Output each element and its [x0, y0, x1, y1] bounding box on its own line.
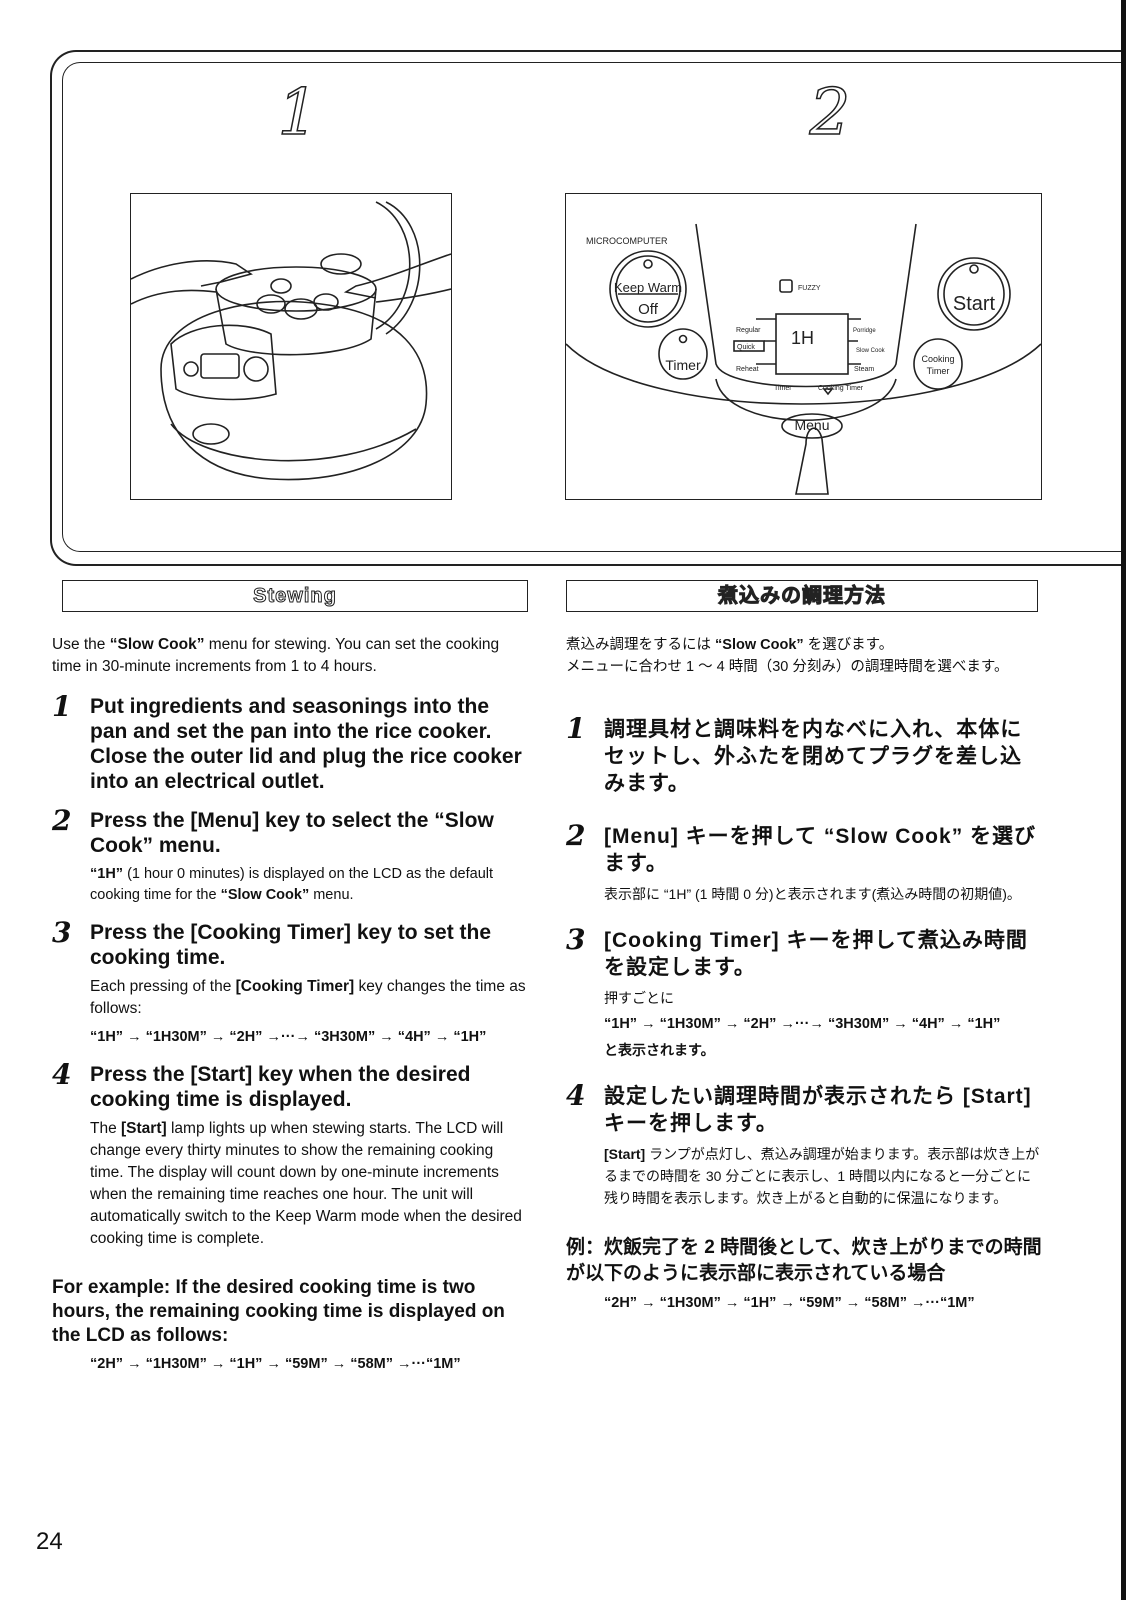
page-number: 24 — [36, 1528, 63, 1555]
step-title: 調理具材と調味料を内なべに入れ、本体にセットし、外ふたを閉めてプラグを差し込みま… — [604, 718, 1023, 795]
reheat-label: Reheat — [736, 366, 759, 373]
step-number: 2 — [566, 819, 586, 852]
english-column: Use the “Slow Cook” menu for stewing. Yo… — [52, 634, 530, 1372]
figure-control-panel: MICROCOMPUTER FUZZY Keep Warm Off Timer … — [565, 193, 1042, 500]
step-number: 2 — [52, 804, 72, 837]
step-description: “1H” (1 hour 0 minutes) is displayed on … — [90, 866, 494, 903]
off-label: Off — [638, 301, 659, 318]
figure-rice-cooker-pan — [130, 193, 452, 500]
japanese-section-header: 煮込みの調理方法 — [566, 580, 1038, 612]
quick-label: Quick — [737, 344, 755, 351]
step-description: The [Start] lamp lights up when stewing … — [90, 1120, 522, 1247]
lcd-timer-label: Timer — [774, 385, 792, 392]
english-step-2: 2 Press the [Menu] key to select the “Sl… — [52, 804, 530, 906]
slow-cook-label: Slow Cook — [856, 348, 886, 354]
japanese-step-1: 1 調理具材と調味料を内なべに入れ、本体にセットし、外ふたを閉めてプラグを差し込… — [566, 712, 1042, 797]
english-example-sequence: “2H” → “1H30M” → “1H” → “59M” → “58M” →·… — [90, 1356, 461, 1372]
lcd-display-text: 1H — [791, 328, 814, 348]
steam-label: Steam — [854, 366, 874, 373]
illustration-frame-outer — [50, 50, 1126, 566]
control-panel-illustration: MICROCOMPUTER FUZZY Keep Warm Off Timer … — [566, 223, 1041, 495]
cooking-timer-label-2: Timer — [927, 366, 950, 376]
step-title: [Menu] キーを押して “Slow Cook” を選びます。 — [604, 825, 1037, 875]
regular-label: Regular — [736, 327, 761, 334]
step-number: 1 — [52, 690, 72, 723]
step-number: 3 — [52, 916, 72, 949]
english-example-heading: For example: If the desired cooking time… — [52, 1277, 505, 1346]
panel-brand: MICROCOMPUTER — [586, 236, 668, 246]
step-title: Press the [Cooking Timer] key to set the… — [90, 921, 492, 969]
english-step-1: 1 Put ingredients and seasonings into th… — [52, 690, 530, 794]
japanese-step-4: 4 設定したい調理時間が表示されたら [Start] キーを押します。 [Sta… — [566, 1079, 1042, 1209]
figure-step-2-number: 2 — [809, 75, 851, 151]
step-number: 4 — [566, 1079, 586, 1112]
japanese-example-sequence: “2H” → “1H30M” → “1H” → “59M” → “58M” →·… — [604, 1295, 975, 1311]
step-title: 設定したい調理時間が表示されたら [Start] キーを押します。 — [604, 1085, 1032, 1135]
japanese-column: 煮込み調理をするには “Slow Cook” を選びます。 メニューに合わせ 1… — [566, 634, 1042, 1311]
japanese-example-heading: 例：炊飯完了を 2 時間後として、炊き上がりまでの時間が以下のように表示部に表示… — [566, 1237, 1042, 1284]
english-step-3: 3 Press the [Cooking Timer] key to set t… — [52, 916, 530, 1048]
panel-fuzzy: FUZZY — [798, 285, 821, 292]
cooking-timer-label-1: Cooking — [921, 354, 954, 364]
english-section-header: Stewing — [62, 580, 528, 612]
step-number: 3 — [566, 923, 586, 956]
illustration-frame-inner — [62, 62, 1126, 552]
step-title: Press the [Menu] key to select the “Slow… — [90, 809, 494, 857]
japanese-step-2: 2 [Menu] キーを押して “Slow Cook” を選びます。 表示部に … — [566, 819, 1042, 905]
time-sequence: “1H” → “1H30M” → “2H” →···→ “3H30M” → “4… — [604, 1016, 1001, 1032]
menu-label: Menu — [794, 417, 829, 433]
step-number: 4 — [52, 1058, 72, 1091]
lcd-cooking-timer-label: Cooking Timer — [818, 385, 864, 392]
english-step-4: 4 Press the [Start] key when the desired… — [52, 1058, 530, 1250]
figure-step-1-number: 1 — [277, 75, 319, 151]
step-title: Put ingredients and seasonings into the … — [90, 695, 522, 793]
step-title: Press the [Start] key when the desired c… — [90, 1063, 471, 1111]
step-title: [Cooking Timer] キーを押して煮込み時間を設定します。 — [604, 929, 1028, 979]
step-description-after: と表示されます。 — [604, 1042, 715, 1058]
time-sequence: “1H” → “1H30M” → “2H” →···→ “3H30M” → “4… — [90, 1029, 487, 1045]
step-description: 押すごとに — [604, 990, 674, 1006]
japanese-step-3: 3 [Cooking Timer] キーを押して煮込み時間を設定します。 押すご… — [566, 923, 1042, 1061]
english-intro: Use the “Slow Cook” menu for stewing. Yo… — [52, 636, 500, 675]
rice-cooker-illustration — [131, 201, 451, 481]
timer-label: Timer — [665, 357, 701, 373]
step-number: 1 — [566, 712, 586, 745]
keep-warm-label: Keep Warm — [614, 280, 682, 295]
page-edge-bar — [1121, 0, 1126, 1600]
step-description: [Start] ランプが点灯し、煮込み調理が始まります。表示部は炊き上がるまでの… — [604, 1146, 1040, 1206]
step-description: Each pressing of the [Cooking Timer] key… — [90, 978, 526, 1017]
start-label: Start — [953, 293, 996, 315]
step-description: 表示部に “1H” (1 時間 0 分)と表示されます(煮込み時間の初期値)。 — [604, 886, 1021, 902]
porridge-label: Porridge — [853, 328, 876, 334]
japanese-intro: 煮込み調理をするには “Slow Cook” を選びます。 メニューに合わせ 1… — [566, 637, 1009, 675]
